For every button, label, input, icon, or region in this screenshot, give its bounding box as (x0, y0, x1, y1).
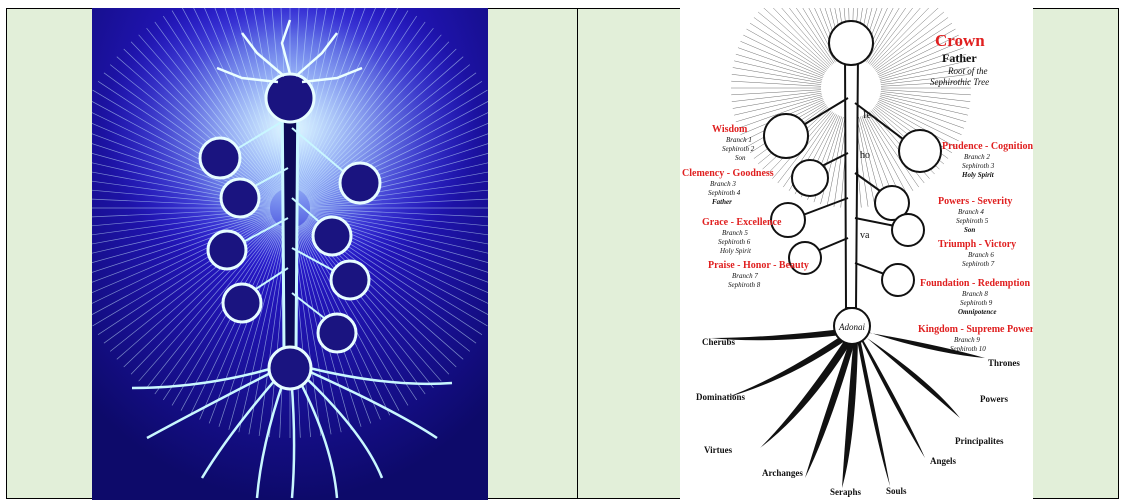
victory-circle (331, 261, 369, 299)
prudence-line-3: Holy Spirit (961, 171, 995, 179)
root-label-thrones: Thrones (988, 358, 1020, 368)
ray-line (783, 8, 834, 63)
trunk-letter-3: va (860, 230, 870, 241)
root-label-seraphs: Seraphs (830, 487, 862, 497)
crown-title: Crown (935, 31, 985, 50)
prudence-line-1: Branch 2 (964, 153, 990, 161)
foundation-title: Foundation - Redemption (920, 278, 1030, 289)
kingdom-line-1: Branch 9 (954, 336, 980, 344)
kingdom-line-2: Sephiroth 10 (950, 345, 986, 353)
severity-circle (313, 217, 351, 255)
wisdom-circle (200, 138, 240, 178)
praise-line-1: Branch 7 (732, 272, 758, 280)
adonai-label: Adonai (838, 322, 865, 332)
crown-node (829, 21, 873, 65)
root-label: Root of the (947, 66, 988, 76)
blue-tree-of-life-image (92, 8, 488, 500)
prudence-line-2: Sephiroth 3 (962, 162, 995, 170)
splendor-circle (223, 284, 261, 322)
wisdom-line-3: Son (735, 154, 746, 162)
foundation-line-2: Sephiroth 9 (960, 299, 993, 307)
wisdom-line-1: Branch 1 (726, 136, 752, 144)
kingdom-title: Kingdom - Supreme Power (918, 324, 1033, 335)
grace-title: Grace - Excellence (702, 217, 782, 228)
powers-title: Powers - Severity (938, 196, 1012, 207)
praise-title: Praise - Honor - Beauty (708, 260, 809, 271)
ray-line (866, 8, 912, 62)
root-label-dominations: Dominations (696, 392, 746, 402)
understanding-circle (340, 163, 380, 203)
tree-label: Sephirothic Tree (930, 77, 989, 87)
foundation-line-1: Branch 8 (962, 290, 988, 298)
root-label-cherubs: Cherubs (702, 337, 736, 347)
clemency-node (792, 160, 828, 196)
root-label-powers: Powers (980, 394, 1008, 404)
wisdom-title: Wisdom (712, 124, 748, 135)
foundation-node (882, 264, 914, 296)
clemency-line-1: Branch 3 (710, 180, 736, 188)
wisdom-node (764, 114, 808, 158)
father-label: Father (942, 51, 977, 65)
foundation-line-3: Omnipotence (958, 308, 997, 316)
table: Adonai Ie ho va Crown Father Root of the… (6, 8, 1119, 499)
grace-line-3: Holy Spirit (719, 247, 752, 255)
ray-line (738, 48, 823, 78)
prudence-node (899, 130, 941, 172)
blue-tree-drawing (92, 8, 488, 500)
mercy-circle (221, 179, 259, 217)
ray-line (879, 98, 964, 128)
ray-line (868, 8, 919, 63)
trunk-letter-2: ho (860, 150, 870, 161)
cell-divider (577, 9, 578, 498)
sephirothic-tree-diagram: Adonai Ie ho va Crown Father Root of the… (680, 8, 1033, 500)
root-label-principalites: Principalites (955, 436, 1004, 446)
root-label-souls: Souls (886, 486, 907, 496)
ray-line (758, 12, 828, 69)
sephirothic-tree-drawing: Adonai Ie ho va Crown Father Root of the… (680, 8, 1033, 500)
powers-line-2: Sephiroth 5 (956, 217, 989, 225)
ray-line (743, 35, 824, 75)
triumph-node (892, 214, 924, 246)
grace-line-2: Sephiroth 6 (718, 238, 751, 246)
ray-line (881, 90, 971, 95)
ray-line (731, 81, 821, 86)
right-labels: Prudence - Cognition Branch 2 Sephiroth … (918, 141, 1033, 353)
ray-line (732, 74, 821, 84)
wisdom-line-2: Sephiroth 2 (722, 145, 755, 153)
triumph-line-2: Sephiroth 7 (962, 260, 995, 268)
kingdom-circle (269, 347, 311, 389)
ray-line (731, 90, 821, 95)
ink-trunk (845, 53, 858, 308)
foundation-circle (318, 314, 356, 352)
ray-line (881, 91, 970, 101)
root-label-virtues: Virtues (704, 445, 733, 455)
triumph-title: Triumph - Victory (938, 239, 1016, 250)
root-label-angels: Angels (930, 456, 957, 466)
beauty-circle (208, 231, 246, 269)
ray-line (789, 8, 835, 62)
root-labels: Cherubs Thrones Dominations Powers Virtu… (696, 337, 1020, 497)
praise-line-2: Sephiroth 8 (728, 281, 761, 289)
powers-line-1: Branch 4 (958, 208, 984, 216)
ray-line (874, 12, 944, 69)
root-label-archanges: Archanges (762, 468, 803, 478)
clemency-line-3: Father (712, 198, 732, 206)
grace-line-1: Branch 5 (722, 229, 748, 237)
triumph-line-1: Branch 6 (968, 251, 994, 259)
clemency-title: Clemency - Goodness (682, 168, 774, 179)
clemency-line-2: Sephiroth 4 (708, 189, 741, 197)
prudence-title: Prudence - Cognition (942, 141, 1033, 152)
ray-line (732, 91, 821, 101)
trunk-letter-1: Ie (863, 110, 871, 121)
powers-line-3: Son (964, 226, 975, 234)
